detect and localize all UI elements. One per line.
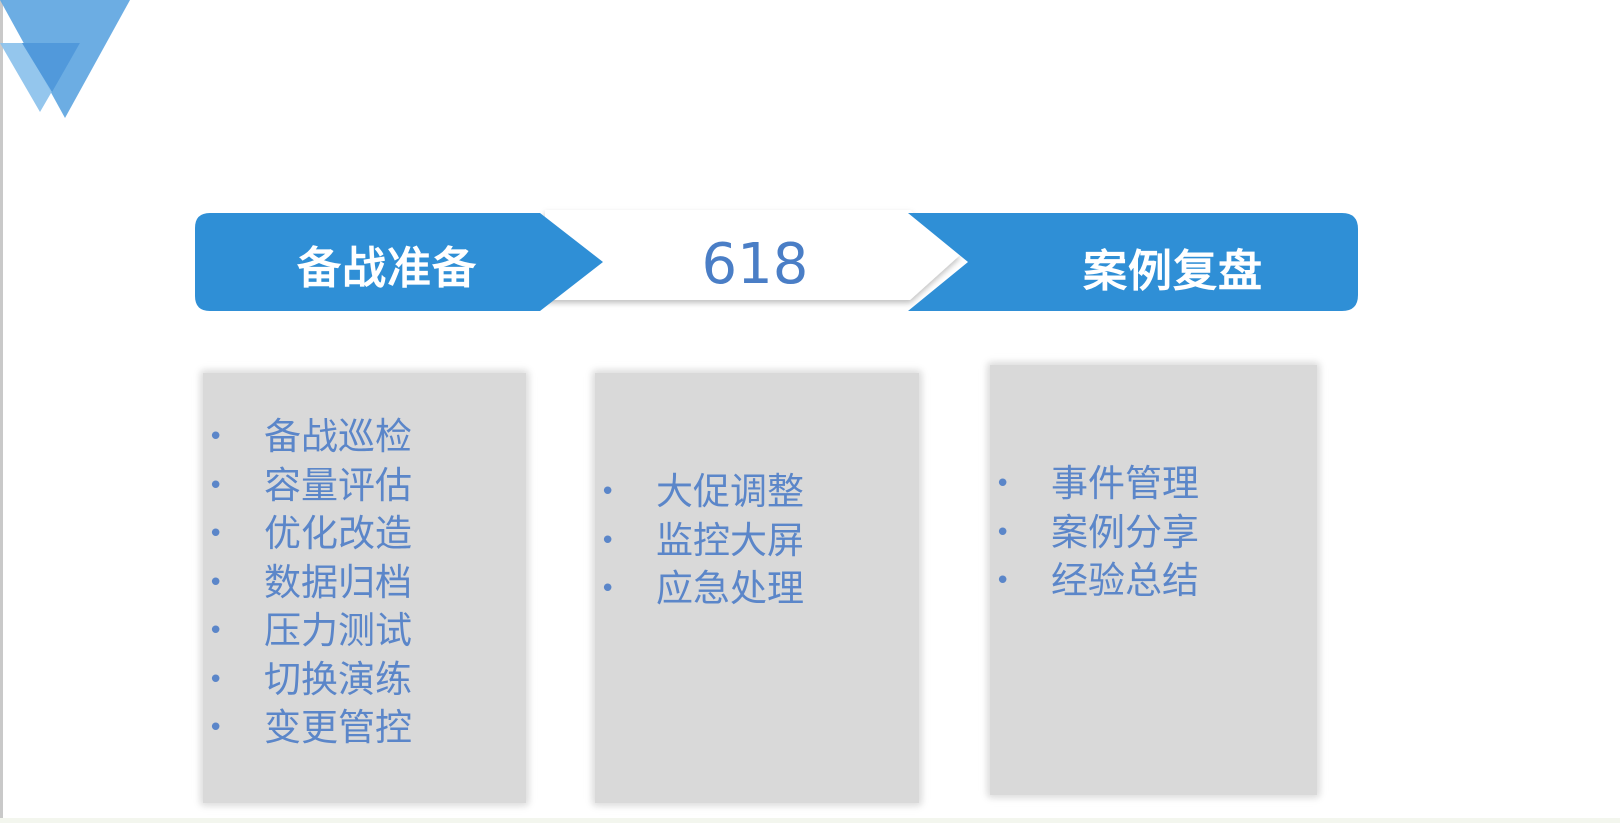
process-banner <box>195 210 1358 311</box>
card-promotion: •大促调整 •监控大屏 •应急处理 <box>595 373 919 803</box>
stage-label-prepare: 备战准备 <box>297 243 477 294</box>
bullet-dot-icon: • <box>208 470 224 501</box>
bullet-dot-icon: • <box>995 469 1011 499</box>
triangle-logo-icon <box>0 0 130 118</box>
bottom-border <box>0 818 1620 823</box>
left-arrow-shape <box>195 213 603 311</box>
bullet-dot-icon: • <box>208 519 224 549</box>
bullet-dot-icon: • <box>208 567 224 598</box>
bullet-dot-icon: • <box>995 517 1011 548</box>
bullet-dot-icon: • <box>600 477 616 507</box>
bullet-dot-icon: • <box>208 422 224 452</box>
stage-label-review: 案例复盘 <box>1083 246 1263 297</box>
center-band <box>545 210 960 300</box>
bullet-dot-icon: • <box>995 566 1011 596</box>
bullet-dot-icon: • <box>208 664 224 695</box>
bullet-dot-icon: • <box>600 574 616 604</box>
bullet-dot-icon: • <box>600 525 616 556</box>
card-review: •事件管理 •案例分享 •经验总结 <box>990 365 1317 795</box>
event-label-618: 618 <box>701 232 809 297</box>
bullet-dot-icon: • <box>208 616 224 646</box>
card-prepare: •备战巡检 •容量评估 •优化改造 •数据归档 •压力测试 •切换演练 •变更管… <box>203 373 526 803</box>
right-arrow-shape <box>908 213 1358 311</box>
left-border <box>0 0 3 823</box>
bullet-dot-icon: • <box>208 713 224 743</box>
